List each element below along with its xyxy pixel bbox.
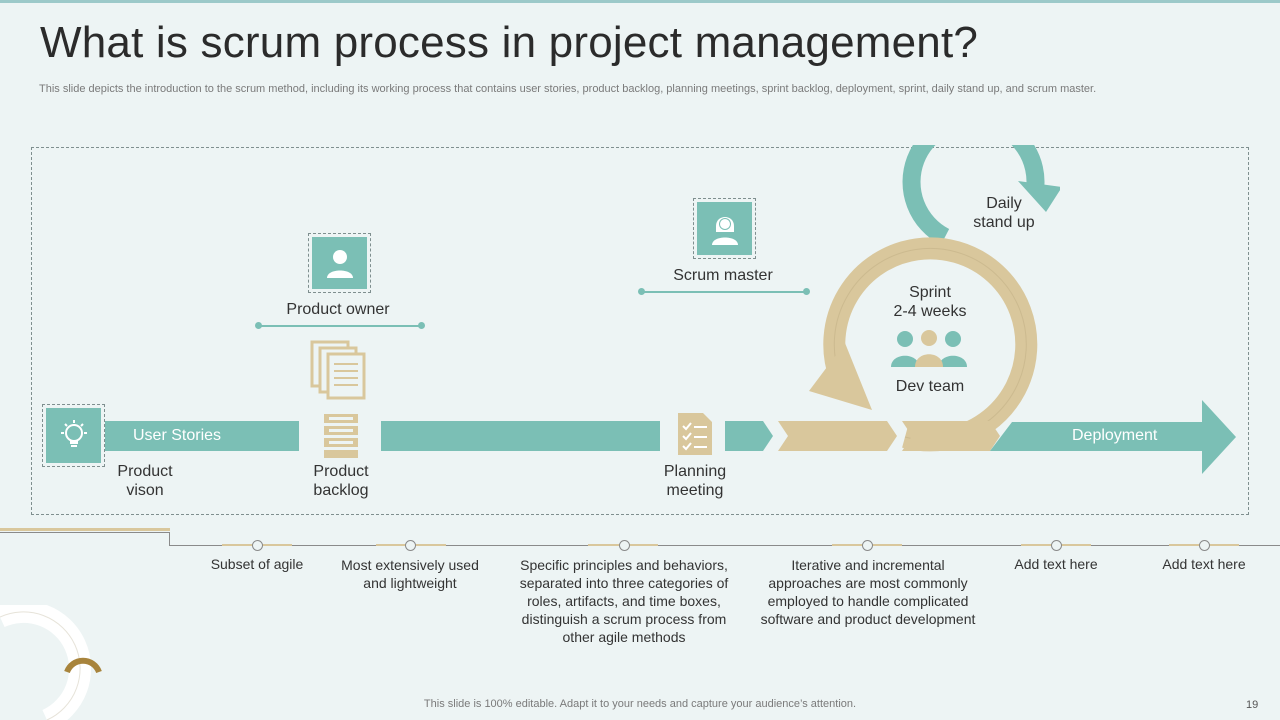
divider-dot [418,322,425,329]
timeline-dot [1199,540,1210,551]
timeline-dot [252,540,263,551]
top-accent-line [0,0,1280,3]
timeline-dot [1051,540,1062,551]
timeline-dot [405,540,416,551]
scrum-master-divider [641,291,807,293]
team-icon [891,330,967,367]
sprint-chevrons [725,421,1000,451]
woman-icon [711,216,738,245]
timeline-dot [862,540,873,551]
divider-dot [803,288,810,295]
daily-standup-arrow [902,145,1045,245]
daily-standup-label: Daily stand up [944,194,1064,232]
timeline-line [169,545,1280,546]
server-icon [324,414,358,458]
timeline-text-3: Specific principles and behaviors, separ… [519,557,729,645]
product-backlog-label: Product backlog [313,463,369,499]
footer-note: This slide is 100% editable. Adapt it to… [423,698,857,710]
sprint-cycle-arrowhead [809,343,872,410]
daily-standup-arrowhead [1018,181,1060,212]
lightbulb-icon [60,419,87,447]
person-icon [326,250,353,278]
divider-dot [255,322,262,329]
page-subtitle: This slide depicts the introduction to t… [39,83,1097,95]
timeline-text-5: Add text here [1014,556,1098,572]
timeline-text-6: Add text here [1162,556,1246,572]
timeline-accent-bar [0,528,170,531]
dev-team-label: Dev team [895,378,965,395]
timeline-text-4: Iterative and incremental approaches are… [760,557,976,627]
checklist-icon [678,413,712,455]
product-vision-icon-box [42,404,105,467]
scrum-master-icon-box [693,198,756,259]
page-number: 19 [1246,699,1259,711]
timeline-text-1: Subset of agile [210,556,304,572]
product-owner-icon-box [308,233,371,293]
user-stories-bar: User Stories [105,421,299,451]
product-vision-label: Product vison [117,463,173,499]
sprint-duration-label: 2-4 weeks [893,303,967,320]
product-owner-divider [258,325,422,327]
sprint-label: Sprint [909,284,951,301]
timeline-dot [619,540,630,551]
process-frame [31,147,1249,515]
backlog-bar [381,421,660,451]
timeline-step [169,532,170,545]
timeline-line [0,532,170,533]
daily-standup-text: Daily stand up [973,195,1035,231]
documents-icon [310,340,366,400]
divider-dot [638,288,645,295]
planning-meeting-label: Planning meeting [663,463,727,499]
user-stories-label: User Stories [133,427,222,444]
product-owner-label: Product owner [286,301,390,318]
page-title: What is scrum process in project managem… [40,18,979,67]
deployment-label: Deployment [1072,427,1158,444]
deployment-arrow [990,400,1236,474]
decorative-rings [0,605,102,720]
scrum-master-label: Scrum master [673,267,773,284]
timeline-text-2: Most extensively used and lightweight [341,557,479,591]
